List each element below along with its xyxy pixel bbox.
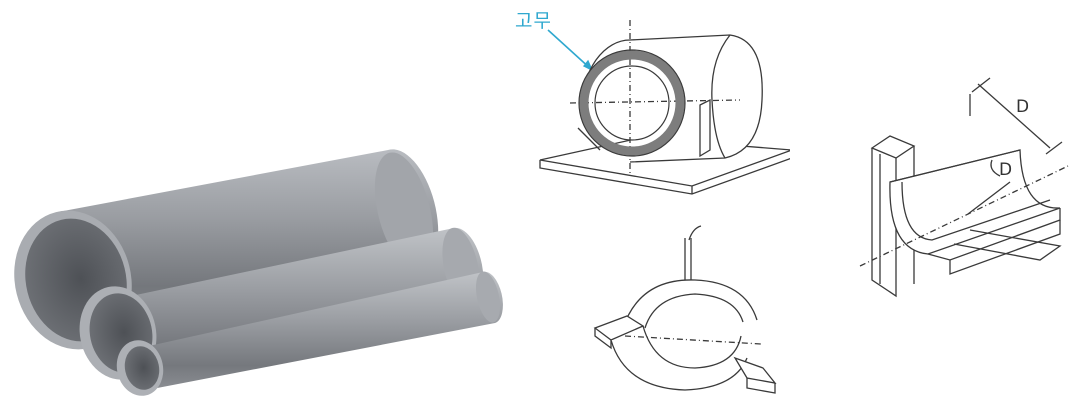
- rubber-label: 고무: [515, 10, 552, 32]
- small-pipe-end: [475, 271, 501, 323]
- small-pipe-mouth: [124, 346, 160, 390]
- rubber-ring: [579, 50, 685, 156]
- small-pipe-body: [140, 271, 503, 389]
- split-pipe-clamp-drawing: [593, 225, 777, 394]
- rubber-pointer-arrowhead: [582, 59, 594, 72]
- saddle-trough: [889, 149, 1061, 255]
- pipe-saddle-support-drawing: [859, 77, 1069, 298]
- diameter-label-outer: D: [1016, 97, 1030, 117]
- diameter-label-inner: D: [999, 160, 1013, 180]
- saddle-post: [870, 135, 916, 159]
- split-clamp-bottom: [610, 339, 748, 391]
- pvc-pipes-image: [14, 149, 503, 396]
- pipe-clamp-rubber-drawing: [539, 20, 790, 195]
- split-clamp-top: [622, 279, 758, 329]
- rubber-pointer-line: [547, 29, 593, 71]
